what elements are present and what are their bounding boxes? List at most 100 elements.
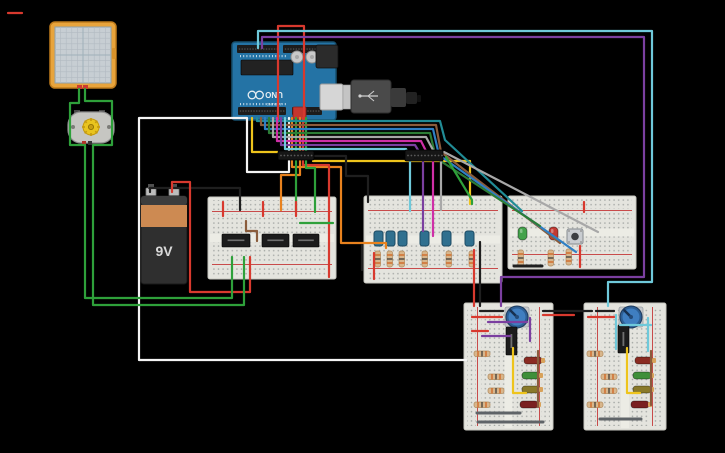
wire-yellow-10[interactable]: [311, 159, 472, 206]
resistor-v-5[interactable]: [445, 250, 452, 268]
header-bar-2-part: [410, 154, 413, 157]
arduino-uno-part: [266, 110, 269, 112]
resistor-h-6[interactable]: [600, 373, 618, 380]
wire-green-7[interactable]: [68, 87, 234, 300]
wire-orange-11[interactable]: [279, 116, 302, 212]
diode-darkred-3[interactable]: [634, 356, 656, 365]
wire-purple-3[interactable]: [260, 35, 646, 308]
diode-green-1[interactable]: [521, 371, 543, 380]
resistor-h-1[interactable]: [473, 350, 491, 357]
wire-teal-17[interactable]: [255, 116, 524, 213]
blue-component-5[interactable]: [441, 230, 452, 247]
wire-white-6[interactable]: [137, 116, 468, 362]
wire-dkgreen-20[interactable]: [267, 116, 542, 228]
wire-green-26[interactable]: [444, 155, 474, 206]
vertical-ic-1[interactable]: [505, 326, 518, 356]
diode-darkred-4[interactable]: [630, 400, 652, 409]
hobby-gearmotor-part: [71, 125, 75, 129]
header-bar-1[interactable]: [277, 150, 315, 161]
arduino-uno-part: [249, 55, 251, 58]
wire-yellow-9[interactable]: [250, 116, 280, 154]
wire-green-8[interactable]: [83, 87, 246, 307]
wire-red-1[interactable]: [276, 24, 306, 124]
hobby-gearmotor-part: [94, 130, 98, 134]
blue-component-5-part: [441, 230, 452, 247]
resistor-h-4[interactable]: [473, 401, 491, 408]
header-bar-1-part: [286, 154, 289, 157]
wire-red-5[interactable]: [170, 180, 252, 294]
pushbutton[interactable]: [566, 228, 584, 245]
dip-ic-1[interactable]: [221, 233, 251, 248]
resistor-v-2[interactable]: [386, 250, 393, 268]
breadboard-5-vertical[interactable]: [583, 302, 667, 431]
diode-darkred-1[interactable]: [523, 356, 545, 365]
usb-cable[interactable]: [319, 79, 421, 114]
diode-green-2-part: [632, 371, 652, 380]
arduino-uno-part: [282, 110, 285, 112]
arduino-uno-part: [264, 110, 266, 112]
resistor-h-2[interactable]: [487, 373, 505, 380]
resistor-h-8[interactable]: [586, 401, 604, 408]
wire-yellow-55[interactable]: [625, 346, 642, 395]
battery-9v-part: [148, 184, 154, 189]
wire-cyan-2[interactable]: [256, 29, 654, 308]
breadboard-5-vertical-part: [654, 307, 663, 426]
blue-component-2[interactable]: [385, 230, 396, 247]
wire-green-16[interactable]: [304, 116, 317, 214]
grid-sensor-panel[interactable]: [49, 21, 117, 89]
wire-cyan-24[interactable]: [283, 116, 412, 213]
usb-cable-part: [417, 95, 421, 102]
blue-component-3[interactable]: [397, 230, 408, 247]
resistor-v-8[interactable]: [547, 249, 554, 267]
diode-olive-1[interactable]: [521, 385, 543, 394]
arduino-uno-part: [310, 55, 314, 59]
battery-9v-part: [141, 196, 187, 205]
potentiometer-2[interactable]: [618, 305, 644, 329]
blue-component-4[interactable]: [419, 230, 430, 247]
resistor-v-1[interactable]: [374, 250, 381, 268]
arduino-uno-part: [307, 110, 309, 112]
arduino-uno-part: [244, 48, 246, 50]
wire-black-4[interactable]: [148, 186, 242, 212]
dip-ic-2[interactable]: [261, 233, 290, 248]
diode-olive-1-part: [539, 387, 543, 392]
breadboard-5-vertical-part: [587, 307, 596, 426]
resistor-v-3[interactable]: [398, 250, 405, 268]
grid-sensor-panel-part: [112, 48, 116, 59]
usb-cable-part: [367, 90, 375, 97]
dip-ic-2-part: [267, 239, 284, 242]
arduino-uno-part: [240, 59, 294, 76]
blue-component-6[interactable]: [464, 230, 475, 247]
wire-magenta-22[interactable]: [275, 116, 435, 238]
arduino-uno-part: [272, 55, 273, 58]
breadboard-5-vertical-part: [601, 307, 621, 426]
led-green[interactable]: [517, 226, 528, 241]
resistor-h-7[interactable]: [600, 387, 618, 394]
resistor-v-4[interactable]: [421, 250, 428, 268]
wire-gray-25[interactable]: [442, 150, 600, 234]
arduino-uno-part: [252, 48, 254, 50]
pushbutton-part: [580, 230, 582, 232]
wire-brown-18[interactable]: [259, 116, 562, 245]
resistor-v-7[interactable]: [517, 249, 524, 267]
resistor-h-3[interactable]: [487, 387, 505, 394]
wire-yellow-47[interactable]: [511, 346, 528, 395]
wire-gray-21[interactable]: [271, 116, 443, 212]
wire-brown-33[interactable]: [244, 219, 259, 243]
header-bar-2[interactable]: [404, 149, 444, 162]
blue-component-2-part: [385, 230, 396, 247]
breadboard-3-part: [512, 213, 632, 229]
resistor-v-9[interactable]: [565, 248, 572, 266]
hobby-gearmotor[interactable]: [67, 110, 115, 145]
arduino-uno-part: [263, 48, 265, 50]
wire-blue-19[interactable]: [263, 116, 578, 254]
resistor-h-5[interactable]: [586, 350, 604, 357]
arduino-uno-part: [253, 110, 255, 112]
wire-black-13[interactable]: [310, 154, 370, 204]
battery-9v[interactable]: 9V: [140, 184, 188, 285]
potentiometer-1[interactable]: [504, 305, 530, 329]
dip-ic-3[interactable]: [292, 233, 320, 248]
